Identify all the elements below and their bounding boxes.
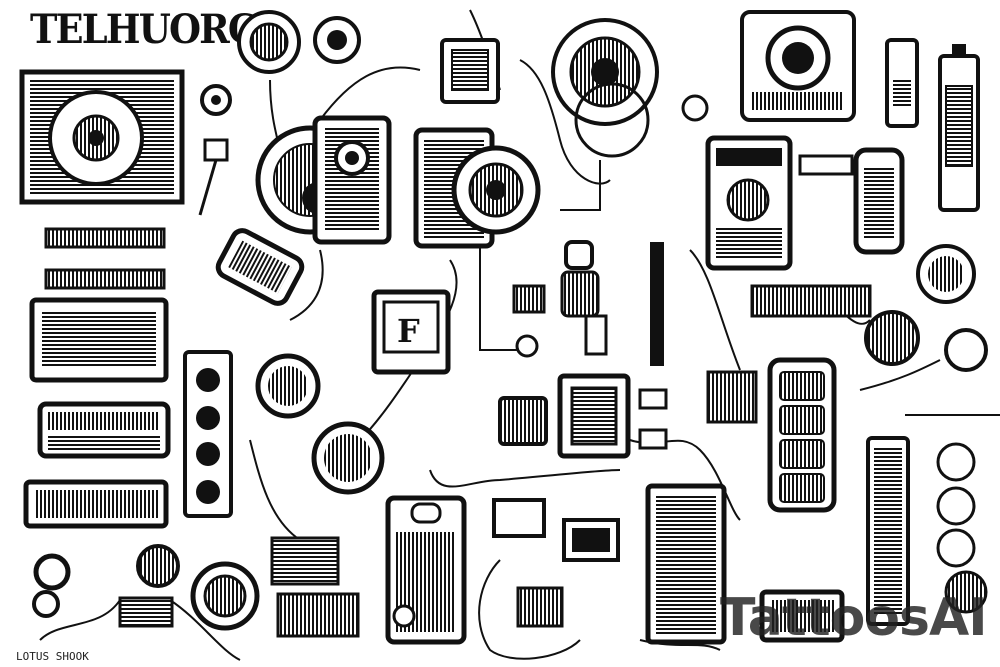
disc-icon: [32, 544, 260, 631]
remote-control-icon: F: [371, 289, 451, 375]
radio-icon: [270, 495, 620, 645]
svg-text:F: F: [397, 312, 420, 350]
server-rack-icon: [645, 483, 845, 645]
server-rack-icon: [866, 436, 988, 626]
meter-icon: [198, 84, 232, 216]
watch-icon: [440, 38, 500, 104]
speaker-icon: [183, 350, 233, 518]
phone-handset-icon: [215, 228, 305, 306]
vent-grille-icon: [750, 284, 872, 318]
camera-lens-icon: [313, 16, 361, 64]
tablet-icon: [29, 297, 169, 383]
meter-icon: [255, 353, 385, 495]
gear-icon: [551, 18, 709, 158]
battery-icon: [885, 38, 980, 212]
robot-face-icon: [255, 115, 392, 245]
gauge-icon: [864, 244, 988, 372]
vent-grille-icon: [44, 227, 166, 290]
watermark: TattoosAI: [720, 588, 988, 648]
processor-chip-icon: [498, 370, 758, 628]
cassette-icon: [23, 401, 171, 529]
plug-icon: [512, 240, 664, 366]
camera-icon: [740, 10, 856, 122]
gauge-icon: [237, 10, 301, 74]
footer-caption: LOTUS SHOOK: [16, 650, 89, 663]
camera-icon: [413, 127, 541, 249]
radio-icon: [705, 135, 905, 271]
speaker-icon: [767, 357, 837, 513]
fan-unit-icon: [19, 69, 185, 205]
cable-icon: [39, 9, 1000, 661]
